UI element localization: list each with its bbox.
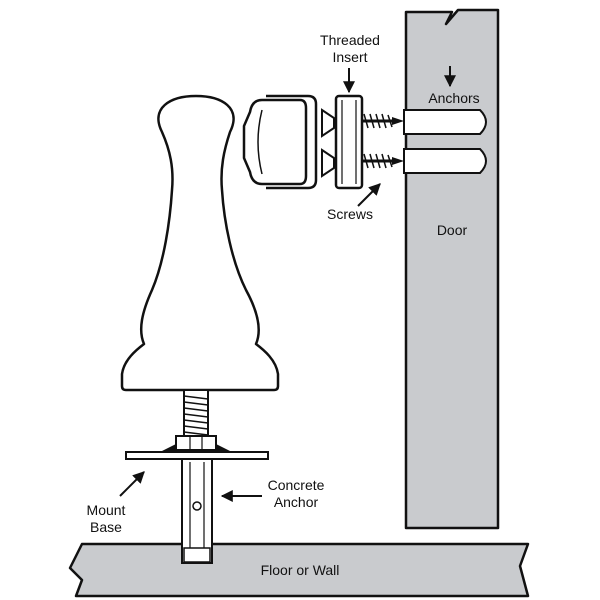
label-mount-base-line2: Base [90, 519, 122, 535]
label-door: Door [437, 222, 468, 238]
screw-top [362, 113, 404, 129]
screw-bottom [362, 153, 404, 169]
door-stop-body [120, 94, 280, 392]
label-threaded-insert-line1: Threaded [320, 32, 380, 48]
label-threaded-insert-line2: Insert [332, 49, 367, 65]
concrete-anchor [181, 458, 213, 564]
label-mount-base-line1: Mount [87, 502, 126, 518]
threaded-insert [321, 94, 364, 190]
mount-base [125, 435, 269, 460]
door-anchor-top [403, 109, 487, 135]
label-screws: Screws [327, 206, 373, 222]
door-panel [404, 8, 500, 530]
arrow-mount-base [119, 471, 145, 497]
label-anchors: Anchors [428, 90, 479, 106]
threaded-stud [183, 389, 209, 437]
door-anchor-bottom [403, 148, 487, 174]
bumper-head [242, 94, 318, 190]
label-concrete-anchor-line2: Anchor [274, 494, 319, 510]
label-concrete-anchor-line1: Concrete [268, 477, 325, 493]
label-floor-or-wall: Floor or Wall [261, 562, 340, 578]
arrow-screws [357, 183, 381, 207]
